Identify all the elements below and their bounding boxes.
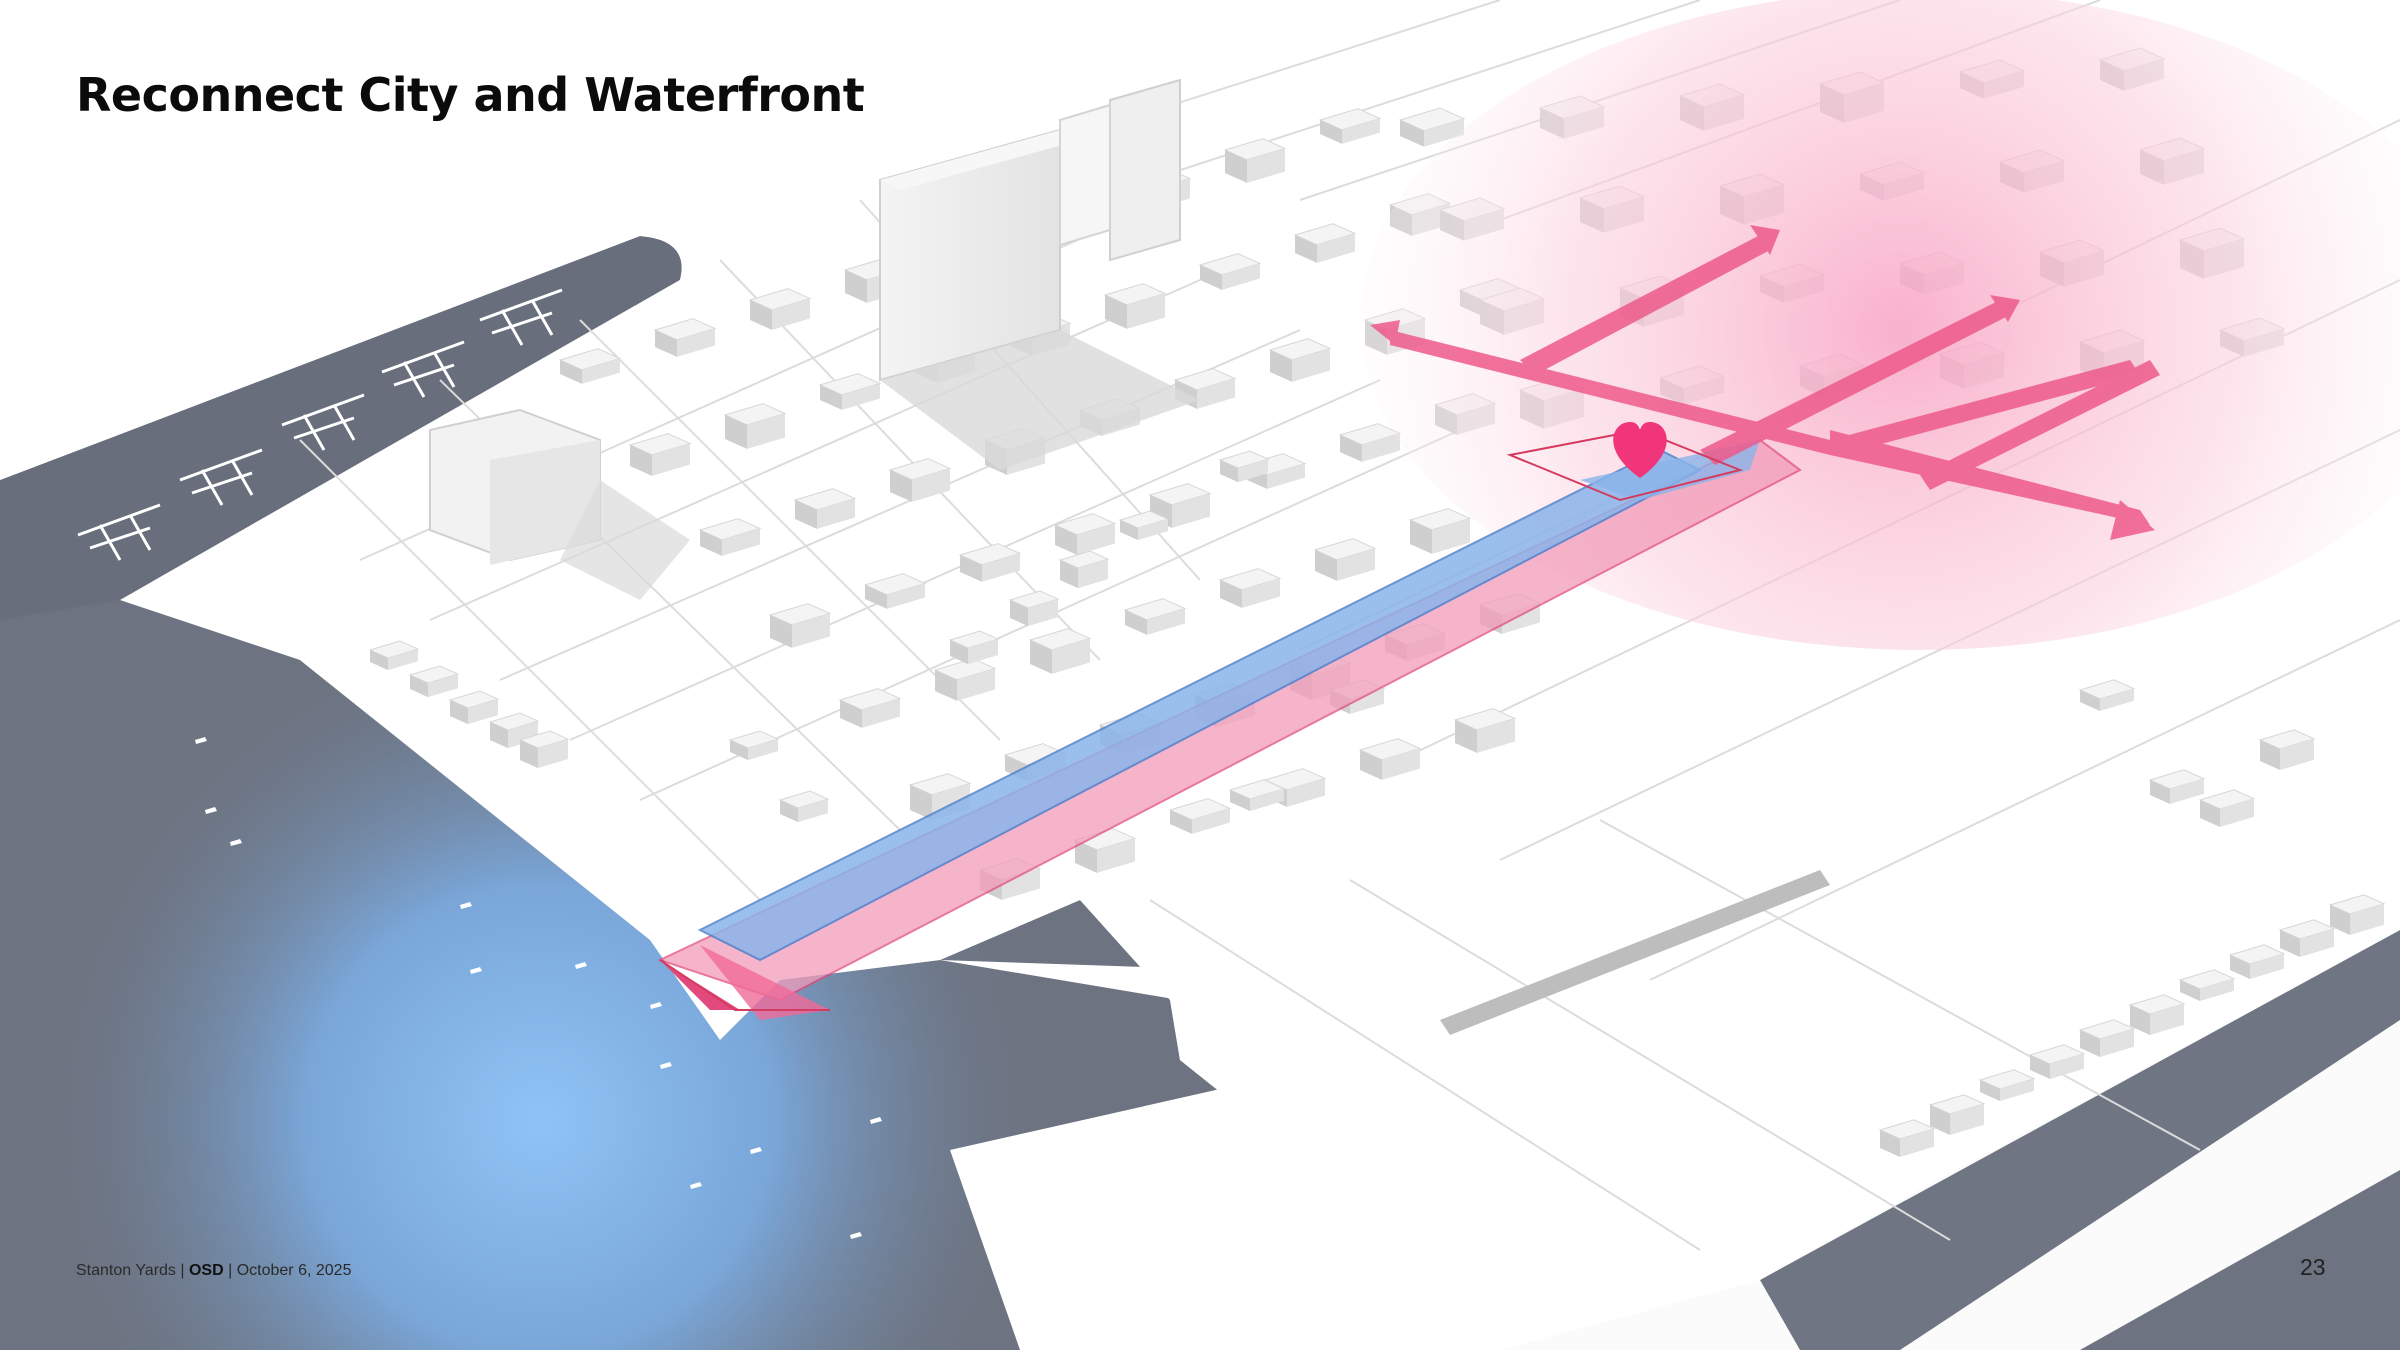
building <box>1358 738 1422 780</box>
building <box>2178 969 2236 1001</box>
footer-project: Stanton Yards <box>76 1262 176 1279</box>
site-outline <box>659 428 1744 1011</box>
sailboat-icon <box>690 1182 702 1189</box>
building <box>1168 798 1232 834</box>
sailboat-icon <box>195 737 207 744</box>
pink-arrows <box>1370 225 2160 540</box>
building <box>2258 729 2316 770</box>
building <box>1028 628 1092 674</box>
building <box>838 688 902 728</box>
building <box>768 603 832 648</box>
building <box>1218 450 1270 483</box>
building <box>2148 769 2206 804</box>
sailboat-icon <box>205 807 217 814</box>
pier-markings <box>77 288 563 561</box>
building <box>2028 1044 2086 1079</box>
building <box>448 690 500 725</box>
building <box>1198 253 1262 290</box>
building <box>653 318 717 357</box>
sailboat-icon <box>870 1117 882 1124</box>
building <box>1268 338 1332 382</box>
building <box>1318 108 1382 144</box>
warehouse-roof <box>1440 870 1830 1035</box>
building <box>1293 223 1357 263</box>
building <box>408 665 460 698</box>
sailboat-icon <box>750 1147 762 1154</box>
building <box>1008 590 1060 627</box>
tower-cluster <box>429 78 1200 600</box>
sailboat-icon <box>850 1232 862 1239</box>
building <box>2128 994 2186 1035</box>
sailboat-icon <box>230 839 242 846</box>
sailboat-icon <box>660 1062 672 1069</box>
building <box>723 403 787 449</box>
building <box>368 640 420 671</box>
building <box>1073 828 1137 873</box>
building <box>933 658 997 701</box>
building <box>1978 1069 2036 1101</box>
sailboat-icon <box>650 1002 662 1009</box>
building <box>698 518 762 556</box>
footer-separator: | <box>180 1262 185 1279</box>
building <box>628 433 692 476</box>
building <box>888 458 952 502</box>
building <box>1223 138 1287 183</box>
building <box>948 630 1000 665</box>
building <box>1123 598 1187 635</box>
building <box>558 348 622 384</box>
building <box>1118 510 1170 541</box>
building <box>728 730 780 761</box>
building <box>2078 1019 2136 1057</box>
building <box>2328 894 2386 935</box>
building <box>1313 538 1377 581</box>
building <box>2278 919 2336 957</box>
sailboat-icon <box>575 962 587 969</box>
building <box>1398 107 1466 147</box>
building <box>1228 779 1286 811</box>
sailboat-icon <box>460 902 472 909</box>
sailboat-icon <box>470 967 482 974</box>
building <box>1103 283 1167 329</box>
heart-icon <box>1613 422 1667 478</box>
footer-firm: OSD <box>188 1262 224 1279</box>
building <box>1928 1094 1986 1135</box>
building <box>1408 508 1472 554</box>
page-number: 23 <box>2300 1254 2326 1280</box>
footer: Stanton Yards | OSD | October 6, 2025 <box>76 1262 351 1280</box>
building <box>1053 513 1117 555</box>
building <box>863 573 927 609</box>
building <box>2078 679 2136 711</box>
building <box>1878 1119 1936 1157</box>
building <box>1058 550 1110 589</box>
building <box>748 288 812 330</box>
building <box>818 373 882 410</box>
building <box>518 730 570 769</box>
footer-separator: | <box>228 1262 233 1279</box>
building <box>778 790 830 823</box>
page-title: Reconnect City and Waterfront <box>76 68 865 122</box>
building <box>2228 944 2286 979</box>
building <box>1218 568 1282 608</box>
building <box>958 543 1022 582</box>
building <box>1453 708 1517 753</box>
sailboat-icon <box>195 737 882 1239</box>
footer-date: October 6, 2025 <box>236 1262 352 1279</box>
building <box>793 488 857 529</box>
building <box>2198 789 2256 827</box>
